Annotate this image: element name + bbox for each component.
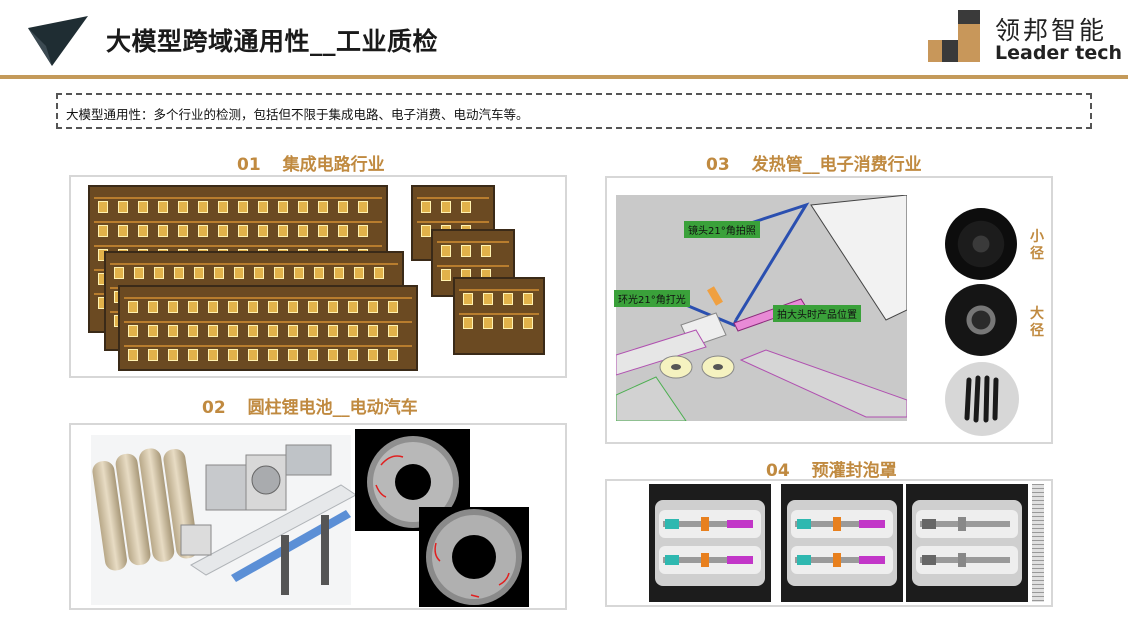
ic-chip-image <box>453 277 545 355</box>
annotation-camera-angle: 镜头21°角拍照 <box>684 221 760 238</box>
section-number: 02 <box>202 398 226 418</box>
section-label: 预灌封泡罩 <box>811 461 897 481</box>
panel-integrated-circuit <box>69 175 567 378</box>
battery-line-image <box>91 429 529 607</box>
annotation-product-position: 拍大头时产品位置 <box>773 305 861 322</box>
heating-tube-scene-image <box>616 195 907 421</box>
section-number: 04 <box>766 461 790 481</box>
section-label: 集成电路行业 <box>282 155 385 175</box>
section-title-02: 02 圆柱锂电池__电动汽车 <box>202 393 418 418</box>
panel-cylindrical-battery <box>69 423 567 610</box>
intro-text: 大模型通用性：多个行业的检测，包括但不限于集成电路、电子消费、电动汽车等。 <box>66 107 529 122</box>
ic-chip-image <box>118 285 418 371</box>
section-title-01: 01 集成电路行业 <box>237 150 385 175</box>
annotation-ring-light-angle: 环光21°角打光 <box>614 290 690 307</box>
panel-heating-tube: 镜头21°角拍照 环光21°角打光 拍大头时产品位置 小 径 大 径 <box>605 176 1053 444</box>
small-diameter-image <box>945 208 1017 280</box>
section-title-03: 03 发热管__电子消费行业 <box>706 150 922 175</box>
section-number: 03 <box>706 155 730 175</box>
brand-name-cn: 领邦智能 <box>995 16 1108 45</box>
label-large-diameter: 大 径 <box>1030 306 1044 339</box>
section-label: 发热管__电子消费行业 <box>751 155 922 175</box>
section-label: 圆柱锂电池__电动汽车 <box>247 398 418 418</box>
blister-tray-image <box>906 484 1028 602</box>
blister-tray-image <box>649 484 771 602</box>
label-small-diameter: 小 径 <box>1030 229 1044 262</box>
blister-tray-image <box>781 484 903 602</box>
intro-box: 大模型通用性：多个行业的检测，包括但不限于集成电路、电子消费、电动汽车等。 <box>56 93 1092 129</box>
tubes-photo-image <box>945 362 1019 436</box>
section-number: 01 <box>237 155 261 175</box>
ruler-strip <box>1032 484 1044 602</box>
section-title-04: 04 预灌封泡罩 <box>766 456 897 481</box>
large-diameter-image <box>945 284 1017 356</box>
page-title: 大模型跨域通用性__工业质检 <box>106 27 439 56</box>
panel-blister <box>605 479 1053 607</box>
header-triangle-icon <box>28 16 88 66</box>
header-divider <box>0 75 1128 79</box>
brand-name-en: Leader tech <box>995 42 1123 64</box>
brand-logo-icon <box>928 10 980 62</box>
